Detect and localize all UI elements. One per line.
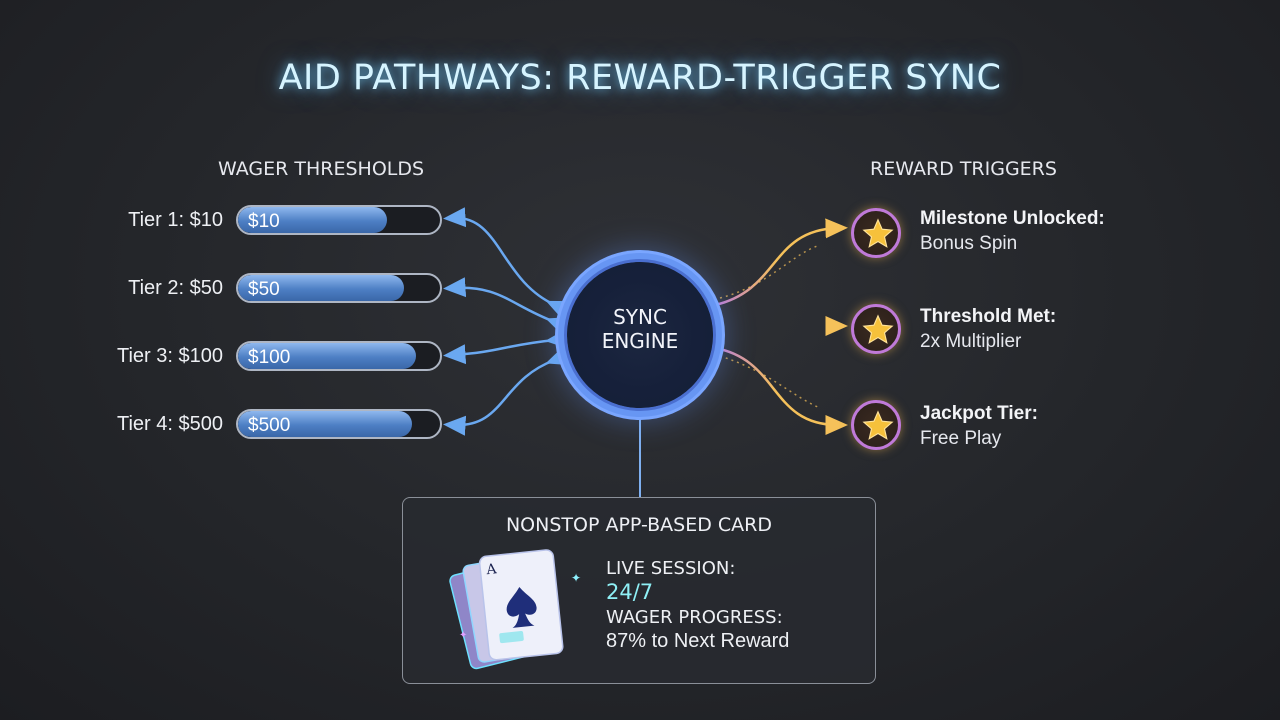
tier-bar-value: $10 [248,211,280,232]
reward-title: Threshold Met: [920,306,1057,327]
tier-label: Tier 4: $500 [117,413,223,435]
playing-cards-icon: A ✦ ✦ [449,549,581,670]
arrow-tier-3 [443,328,569,365]
tier-bar-value: $100 [248,347,291,368]
reward-subtitle: Free Play [920,428,1002,449]
card-rank: A [485,561,499,578]
tier-label: Tier 2: $50 [128,277,223,299]
tier-progress-bar: $500 [236,409,442,439]
tier-bar-value: $500 [248,415,291,436]
reward-title: Jackpot Tier: [920,403,1038,424]
star-icon [851,400,901,450]
reward-triggers-heading: REWARD TRIGGERS [870,158,1057,180]
tier-label: Tier 1: $10 [128,209,223,231]
arrow-reward-1 [714,218,848,307]
tier-bar-value: $50 [248,279,280,300]
app-card-title: NONSTOP APP-BASED CARD [505,514,773,536]
page-title: AID PATHWAYS: REWARD-TRIGGER SYNC [278,58,1002,98]
wager-thresholds-heading: WAGER THRESHOLDS [218,158,425,180]
sync-engine-label: SYNC ENGINE [567,305,713,353]
tier-bar-fill [238,275,404,301]
tier-bar-fill [238,411,412,437]
live-session-label: LIVE SESSION: [606,558,736,579]
arrow-tier-4 [443,346,571,436]
live-session-value: 24/7 [606,580,654,604]
sync-engine-line2: ENGINE [601,329,679,353]
arrow-reward-3 [714,346,848,435]
tier-label: Tier 3: $100 [117,345,223,367]
wager-progress-label: WAGER PROGRESS: [606,607,783,628]
star-icon [851,304,901,354]
tier-progress-bar: $50 [236,273,442,303]
arrow-tier-2 [443,277,571,336]
tier-progress-bar: $10 [236,205,442,235]
sync-engine-line1: SYNC [613,305,667,329]
sync-engine-circle [567,262,713,408]
tier-bar-fill [238,207,388,233]
reward-title: Milestone Unlocked: [920,208,1105,229]
reward-subtitle: Bonus Spin [920,233,1018,254]
reward-subtitle: 2x Multiplier [920,331,1022,352]
arrow-tier-1 [443,207,571,320]
star-icon [851,208,901,258]
svg-text:✦: ✦ [571,571,581,585]
tier-bar-fill [238,343,416,369]
wager-progress-value: 87% to Next Reward [606,630,790,652]
tier-progress-bar: $100 [236,341,442,371]
svg-text:✦: ✦ [459,630,467,641]
